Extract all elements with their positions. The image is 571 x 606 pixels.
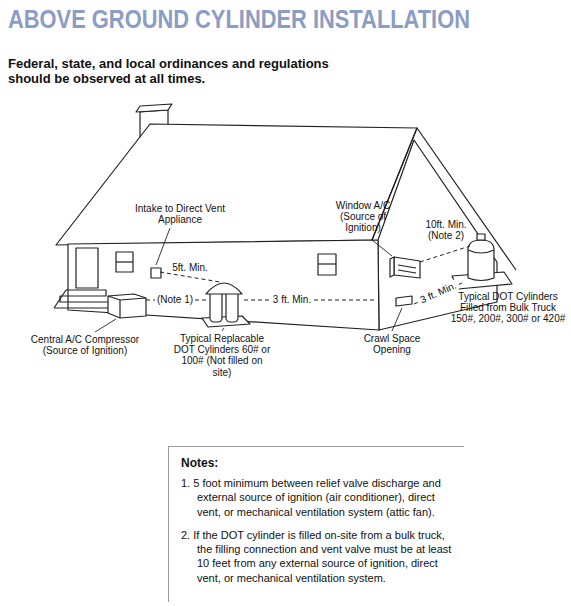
window (116, 252, 133, 272)
chimney-cap (136, 104, 172, 112)
roof-front (56, 124, 417, 245)
cylinder (210, 290, 222, 322)
ac-grille (398, 270, 416, 273)
front-wall (68, 240, 379, 330)
window-bar (318, 263, 336, 264)
ac-compressor (108, 294, 146, 318)
leader-line (392, 308, 402, 331)
dimension-label: (Note 1) (155, 294, 195, 305)
callout-label: Central A/C Compressor (Source of Igniti… (29, 334, 141, 356)
note-text: 2. If the DOT cylinder is filled on-site… (181, 528, 458, 585)
ac-edge (108, 296, 120, 300)
callout-label: Window A/C (Source of Ignition) (332, 200, 394, 234)
steps-side (54, 290, 66, 308)
dimension-label: 3 ft. Min. (271, 294, 313, 305)
window-ac (394, 257, 420, 278)
dimension-label: 5ft. Min. (170, 262, 210, 273)
cylinder-seam (468, 250, 494, 253)
direct-vent-intake (151, 268, 161, 278)
bulk-cylinder (468, 240, 494, 281)
cylinder-cover (206, 283, 242, 294)
subtitle: Federal, state, and local ordinances and… (8, 57, 338, 86)
crawl-space-opening (396, 296, 412, 306)
notes-panel: Notes: 1. 5 foot minimum between relief v… (168, 446, 464, 602)
callout-label: Intake to Direct Vent Appliance (134, 203, 226, 225)
steps (54, 290, 112, 308)
title: ABOVE GROUND CYLINDER INSTALLATION (8, 4, 470, 35)
note-text: 1. 5 foot minimum between relief valve d… (181, 476, 458, 519)
notes-heading: Notes: (181, 456, 458, 470)
cylinder-valve (477, 234, 485, 240)
ac-edge (120, 298, 146, 300)
window (318, 254, 336, 275)
leader-line (372, 240, 392, 256)
leader-line (222, 328, 224, 331)
ac-edge (119, 300, 120, 318)
callout-label: Typical DOT Cylinders Filled from Bulk T… (449, 291, 567, 325)
dimension-line (420, 246, 470, 262)
window-bar (116, 261, 133, 262)
dimension-label: 10ft. Min. (Note 2) (420, 219, 472, 241)
door (76, 248, 98, 288)
ac-grille (398, 265, 416, 268)
leader-line (95, 319, 116, 332)
callout-label: Crawl Space Opening (356, 333, 428, 355)
window-ac-side (390, 257, 394, 277)
cylinder (226, 290, 238, 322)
callout-label: Typical Replacable DOT Cylinders 60# or … (172, 333, 272, 378)
leader-line (156, 228, 170, 265)
dimension-line (160, 272, 220, 282)
